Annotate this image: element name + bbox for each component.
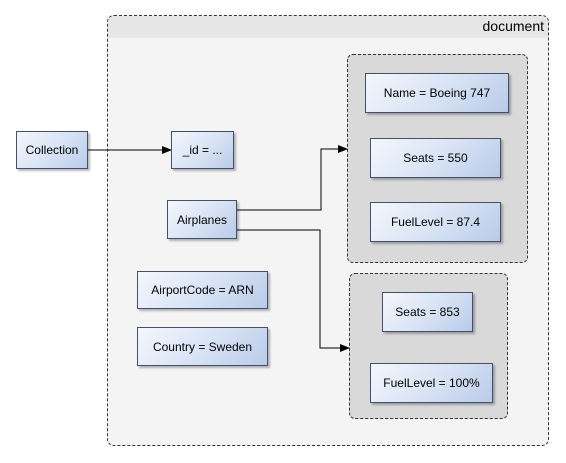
airplanes-field-node[interactable]: Airplanes: [167, 200, 237, 239]
document-title: document: [482, 18, 544, 34]
airplane-2-seats-node[interactable]: Seats = 853: [382, 292, 473, 332]
document-header: document: [108, 16, 548, 38]
collection-node[interactable]: Collection: [16, 131, 88, 169]
id-field-node[interactable]: _id = ...: [171, 131, 234, 169]
airplane-1-seats-node[interactable]: Seats = 550: [370, 138, 501, 178]
airplane-1-name-node[interactable]: Name = Boeing 747: [365, 73, 509, 113]
airplane-1-fuel-level-node[interactable]: FuelLevel = 87.4: [370, 202, 501, 242]
airport-code-field-node[interactable]: AirportCode = ARN: [137, 271, 268, 309]
country-field-node[interactable]: Country = Sweden: [137, 327, 268, 366]
airplane-2-fuel-level-node[interactable]: FuelLevel = 100%: [370, 363, 493, 403]
